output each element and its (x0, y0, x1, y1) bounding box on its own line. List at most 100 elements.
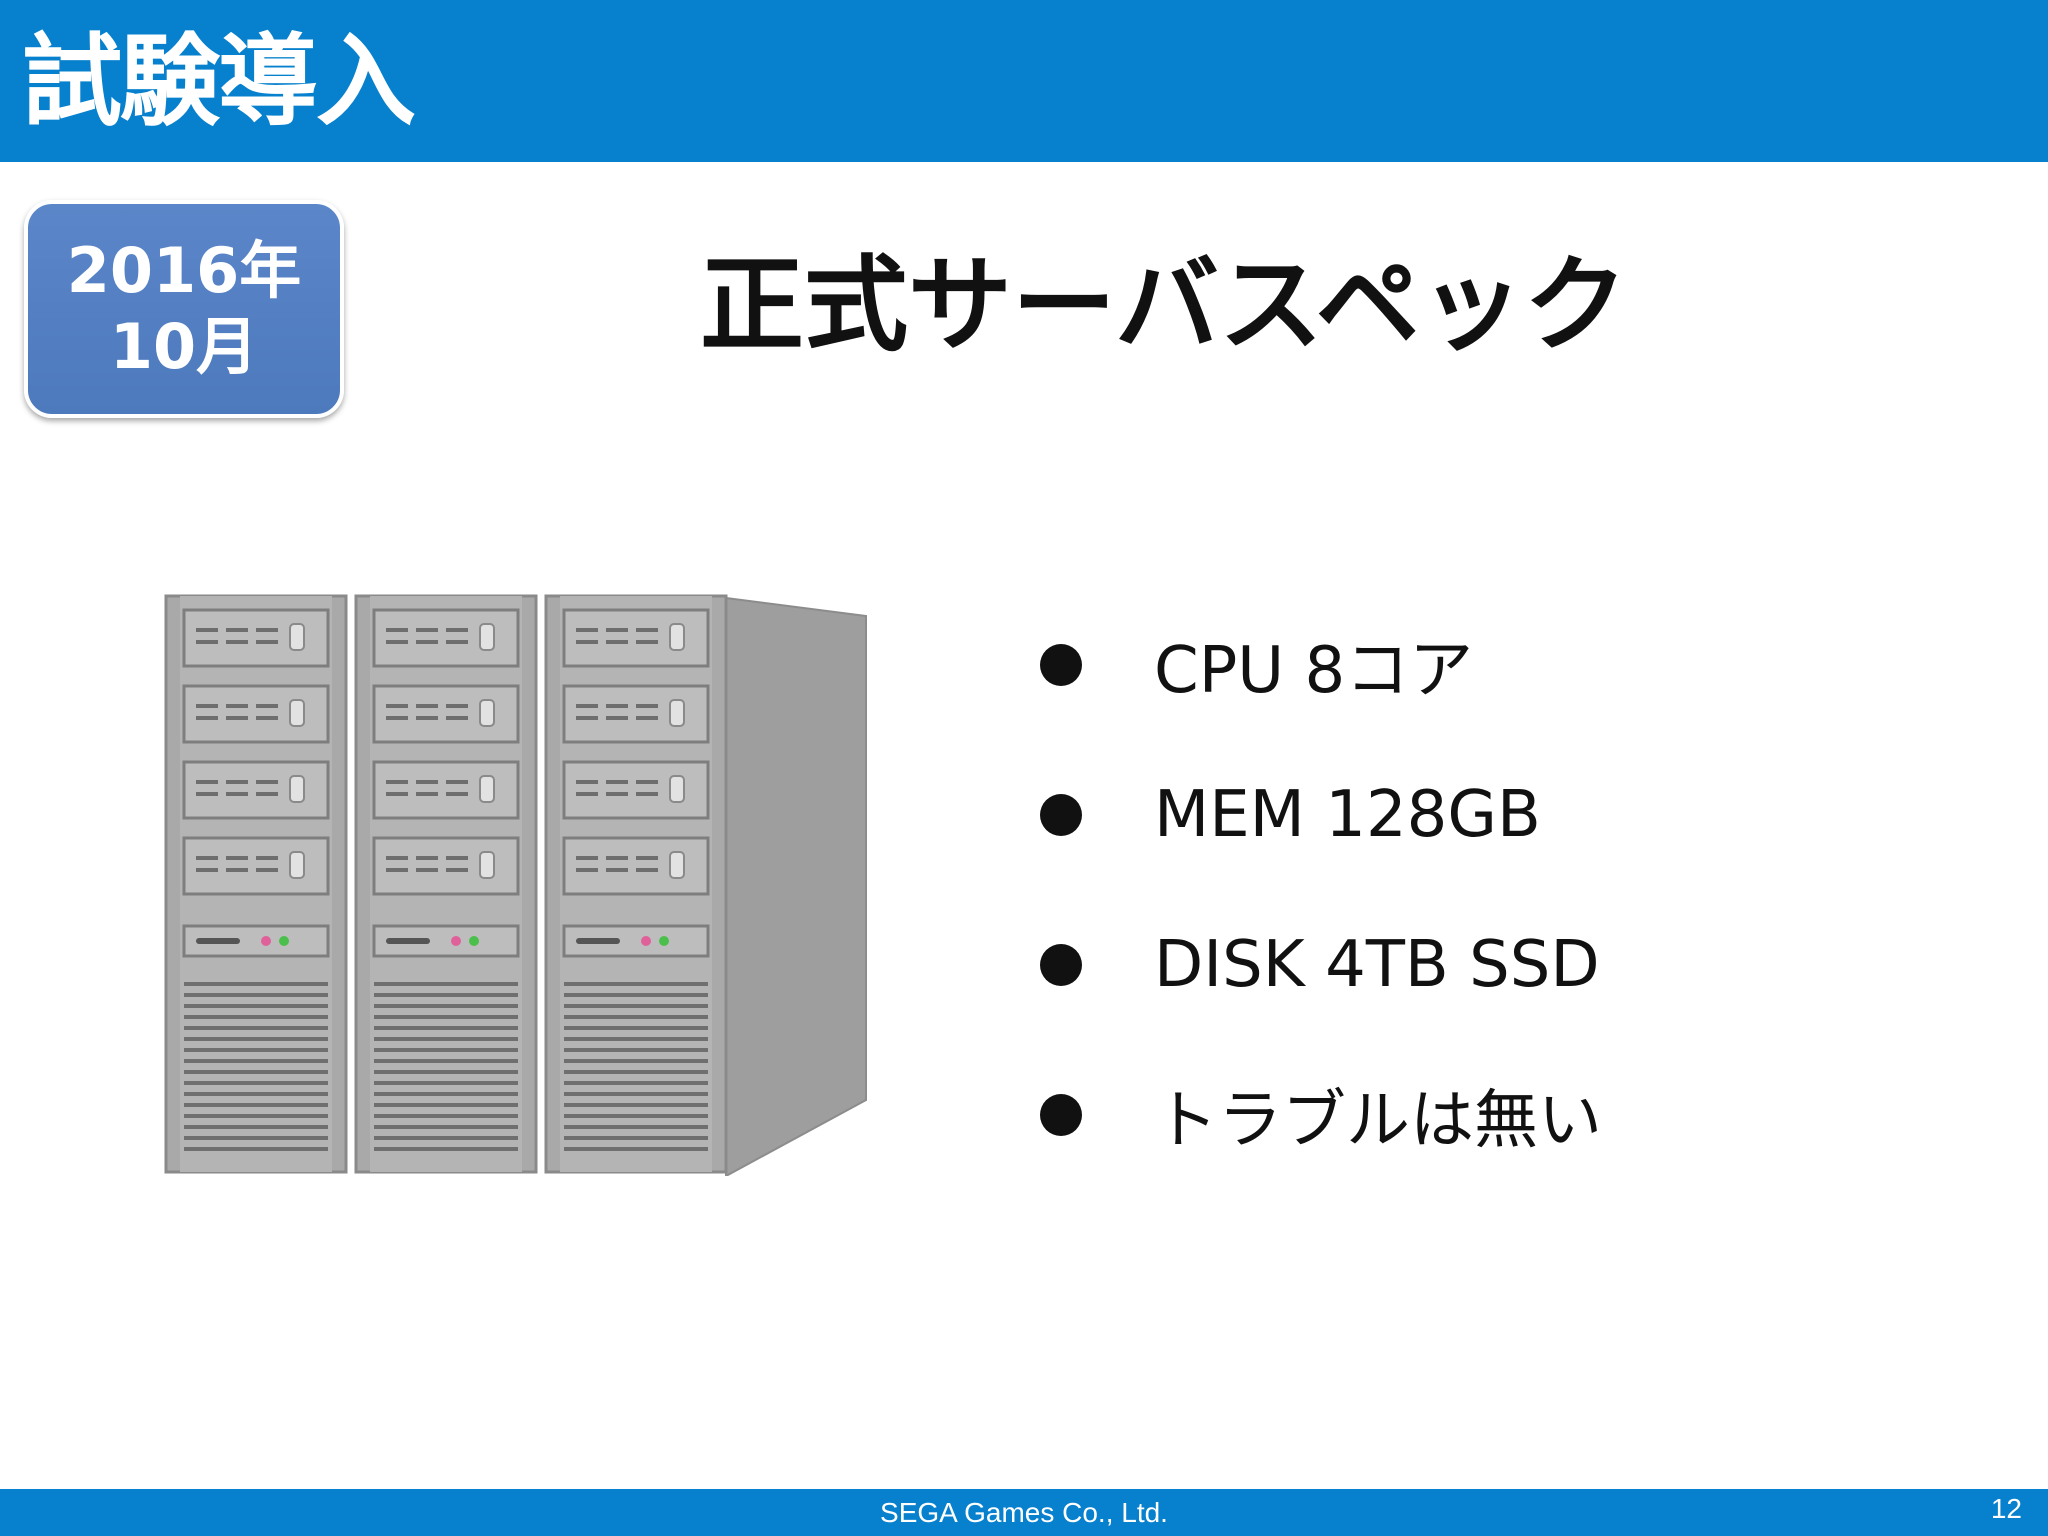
vent-line (374, 1103, 518, 1107)
header-bar: 試験導入 (0, 0, 2048, 162)
drive-bay (562, 608, 710, 668)
date-badge-year: 2016年 (66, 234, 302, 307)
bay-slot (446, 868, 468, 872)
bay-slot (636, 780, 658, 784)
vent-line (564, 1092, 708, 1096)
vent-line (564, 1114, 708, 1118)
bay-slot (636, 868, 658, 872)
bay-slot (226, 716, 248, 720)
bay-latch (669, 775, 685, 803)
date-badge: 2016年 10月 (24, 200, 344, 418)
status-led-pink (641, 936, 651, 946)
bay-slot (386, 640, 408, 644)
bay-slot (196, 868, 218, 872)
slide-title: 正式サーバスペック (700, 244, 1628, 366)
bay-slot (196, 792, 218, 796)
bay-latch (479, 699, 495, 727)
vent-line (564, 1070, 708, 1074)
vent-line (374, 1092, 518, 1096)
optical-slot (196, 938, 240, 944)
bay-latch (669, 623, 685, 651)
bay-slot (196, 704, 218, 708)
footer-company: SEGA Games Co., Ltd. (880, 1497, 1168, 1528)
spec-text: DISK 4TB SSD (1154, 928, 1600, 1002)
bay-slot (386, 780, 408, 784)
bay-slot (606, 780, 628, 784)
status-led-green (659, 936, 669, 946)
spec-text: トラブルは無い (1154, 1084, 1602, 1158)
bay-latch (289, 623, 305, 651)
spec-list: CPU 8コア MEM 128GB DISK 4TB SSD トラブルは無い (1040, 590, 1602, 1190)
bay-slot (196, 716, 218, 720)
vent-line (374, 1048, 518, 1052)
spec-item-cpu: CPU 8コア (1040, 590, 1602, 740)
bay-slot (576, 716, 598, 720)
bay-slot (226, 704, 248, 708)
bay-slot (576, 856, 598, 860)
vent-line (184, 1070, 328, 1074)
bay-slot (636, 628, 658, 632)
spec-text: CPU 8コア (1154, 634, 1474, 708)
spec-item-trouble: トラブルは無い (1040, 1040, 1602, 1190)
bay-slot (226, 780, 248, 784)
vent-line (564, 1103, 708, 1107)
bay-latch (289, 699, 305, 727)
bay-slot (416, 792, 438, 796)
bay-slot (386, 628, 408, 632)
page-number: 12 (1990, 1493, 2022, 1524)
drive-bay (372, 760, 520, 820)
optical-slot (576, 938, 620, 944)
bay-slot (256, 716, 278, 720)
vent-line (184, 1004, 328, 1008)
bay-slot (446, 640, 468, 644)
vent-line (374, 1026, 518, 1030)
bay-slot (416, 628, 438, 632)
bay-slot (576, 868, 598, 872)
vent-line (374, 1059, 518, 1063)
bay-slot (446, 780, 468, 784)
vent-line (564, 1015, 708, 1019)
vent-line (564, 1004, 708, 1008)
vent-line (184, 1136, 328, 1140)
drive-bay (372, 608, 520, 668)
bay-slot (606, 868, 628, 872)
bay-latch (289, 851, 305, 879)
vent-line (374, 1125, 518, 1129)
vent-line (564, 993, 708, 997)
bay-slot (576, 780, 598, 784)
vent-line (184, 1015, 328, 1019)
vent-line (374, 1136, 518, 1140)
bay-slot (636, 792, 658, 796)
vent-line (184, 1125, 328, 1129)
header-title: 試験導入 (22, 23, 416, 140)
bay-slot (606, 628, 628, 632)
vent-line (564, 982, 708, 986)
bay-slot (256, 704, 278, 708)
server-racks-illustration (164, 594, 867, 1176)
bullet-icon (1040, 794, 1082, 836)
bullet-icon (1040, 1094, 1082, 1136)
bullet-icon (1040, 944, 1082, 986)
vent-line (184, 1059, 328, 1063)
bay-slot (606, 640, 628, 644)
bay-latch (669, 851, 685, 879)
vent-line (564, 1136, 708, 1140)
bay-slot (576, 704, 598, 708)
drive-bay (372, 684, 520, 744)
bay-slot (446, 716, 468, 720)
bay-slot (446, 792, 468, 796)
vent-line (564, 1026, 708, 1030)
bay-slot (386, 856, 408, 860)
bay-latch (479, 623, 495, 651)
bay-slot (446, 628, 468, 632)
bay-slot (416, 716, 438, 720)
bay-slot (416, 704, 438, 708)
bay-slot (386, 704, 408, 708)
vent-line (564, 1147, 708, 1151)
bay-slot (636, 640, 658, 644)
status-led-pink (451, 936, 461, 946)
vent-line (184, 1048, 328, 1052)
vent-line (184, 1114, 328, 1118)
bay-slot (256, 792, 278, 796)
vent-line (184, 993, 328, 997)
